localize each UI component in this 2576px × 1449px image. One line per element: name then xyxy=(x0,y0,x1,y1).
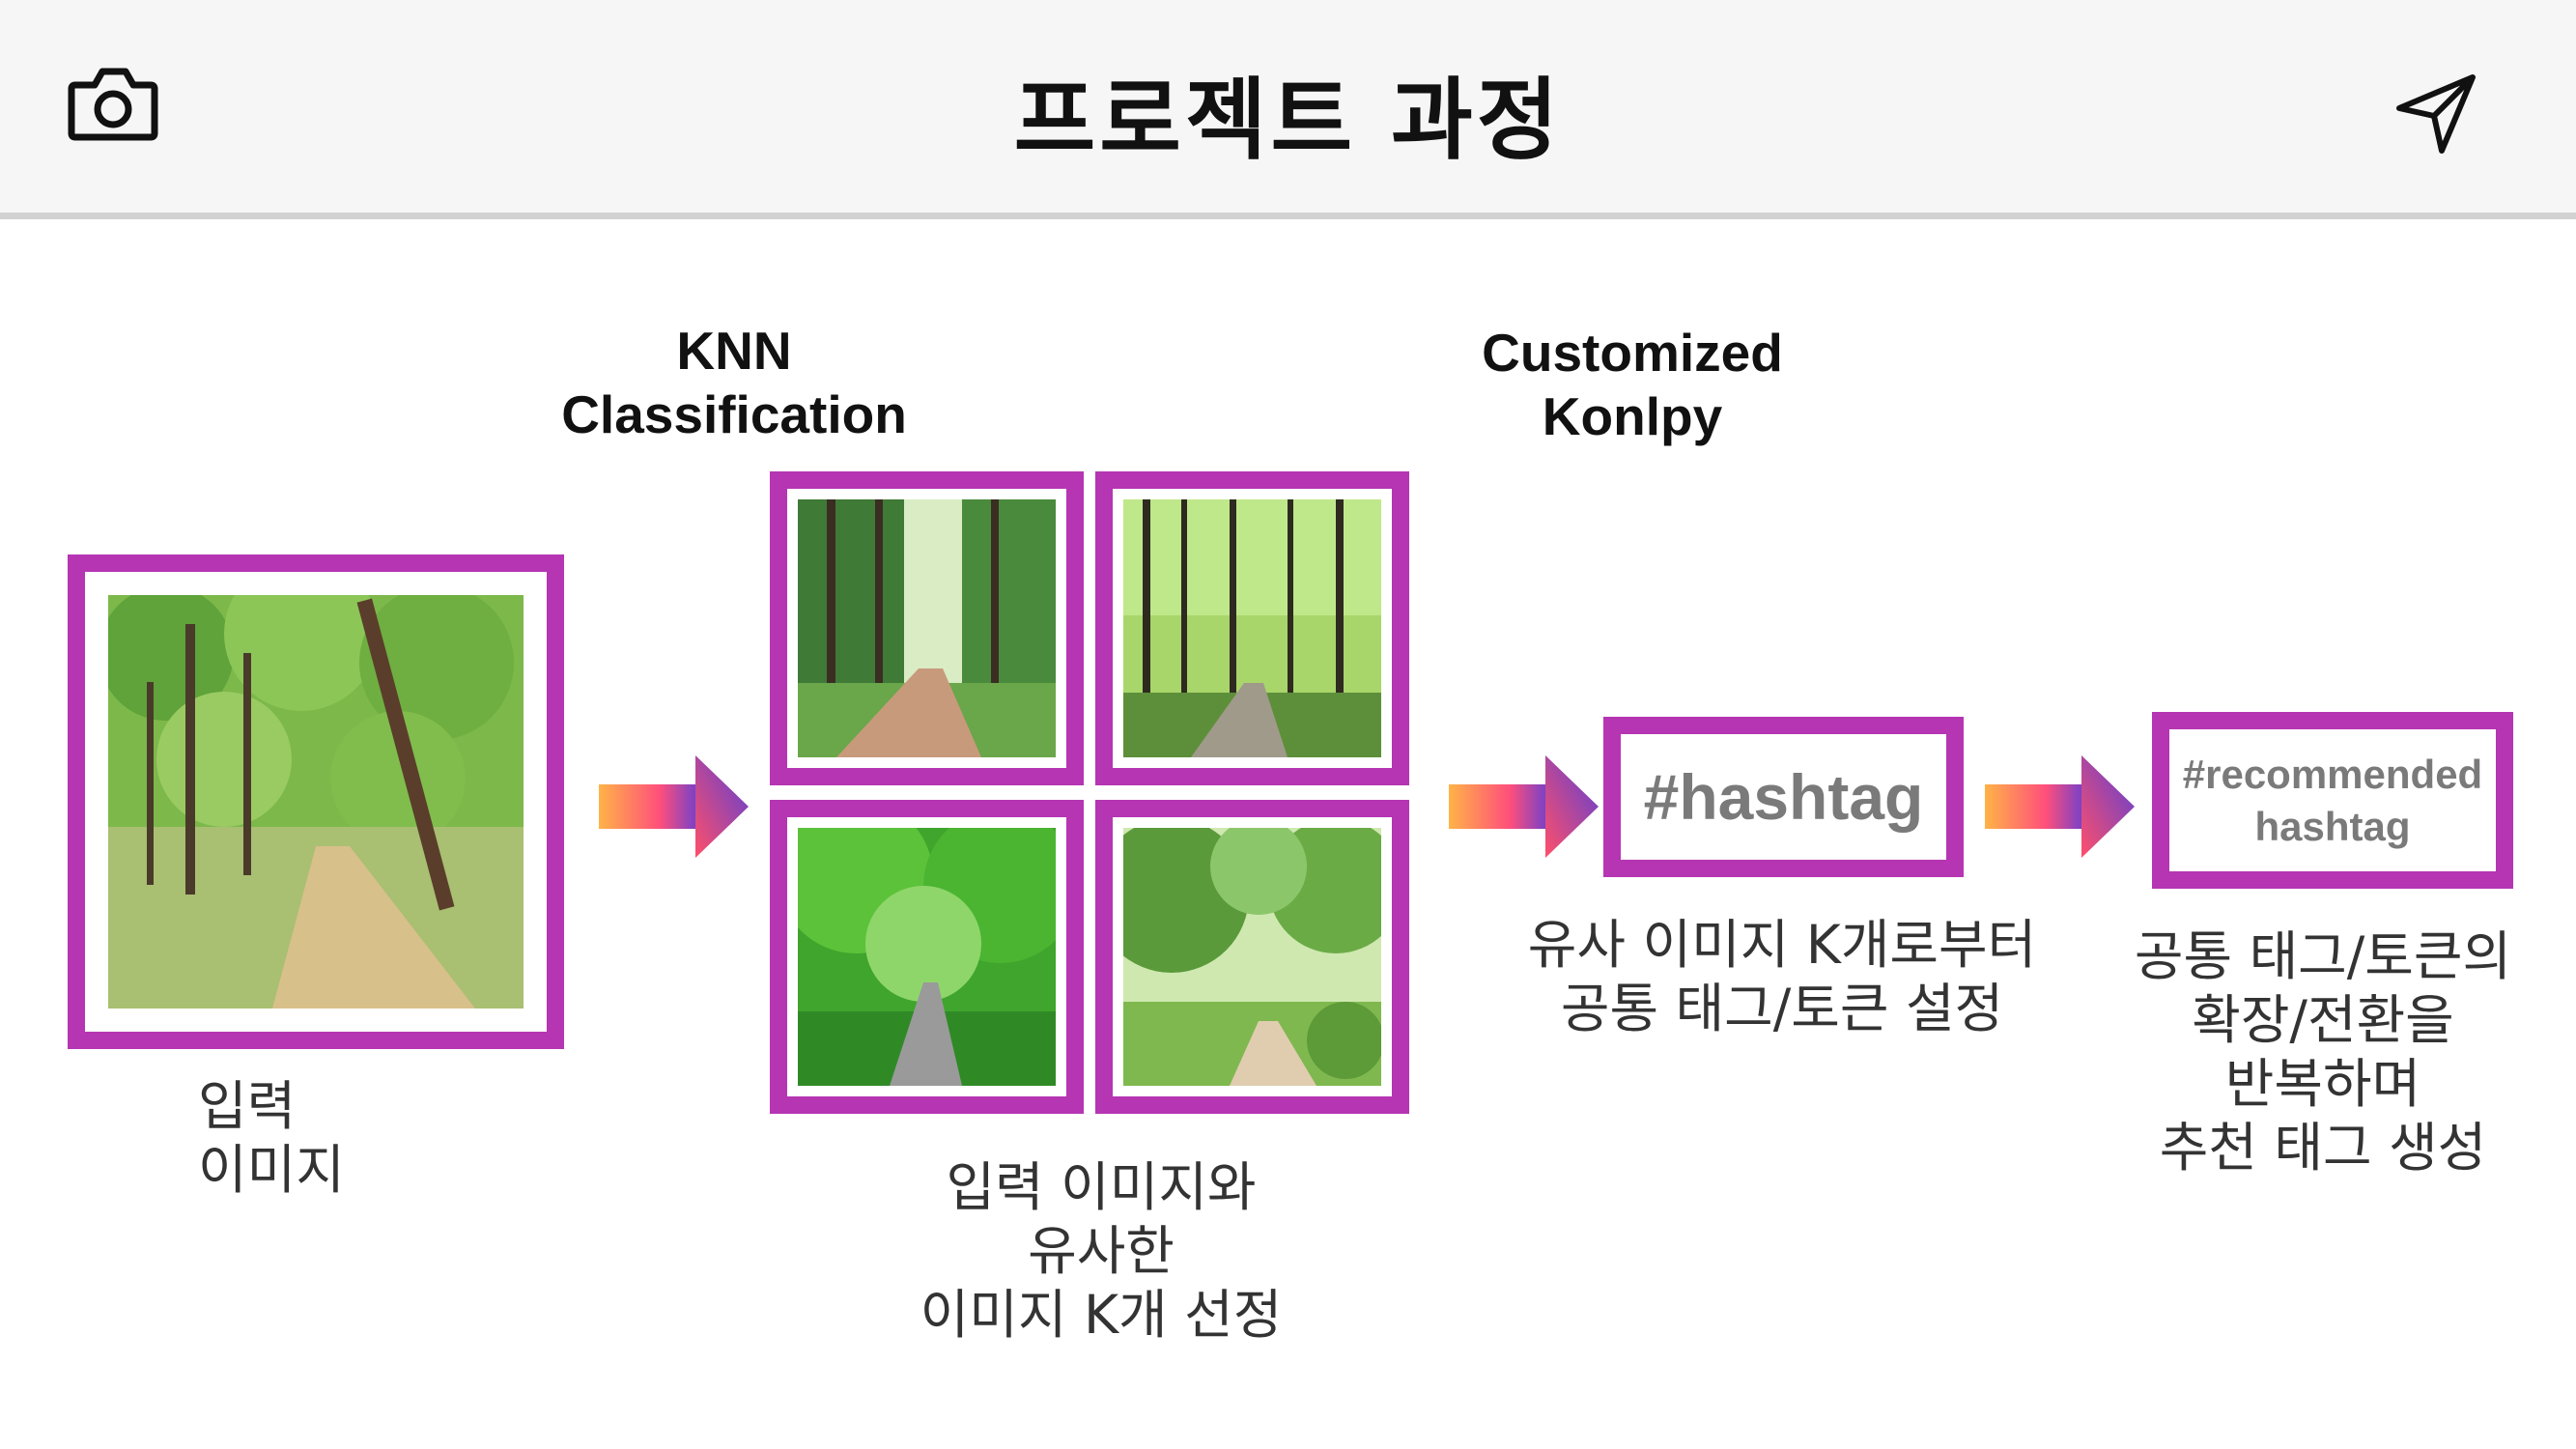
arrow-icon xyxy=(599,755,749,858)
send-icon[interactable] xyxy=(2393,70,2480,156)
caption-line: 입력 xyxy=(198,1075,297,1137)
similar-forest-image-4 xyxy=(1123,828,1381,1086)
input-image-frame xyxy=(68,554,564,1049)
hashtag-text: #hashtag xyxy=(1643,761,1924,833)
caption-line: 공통 태그/토큰 설정 xyxy=(1560,978,2004,1039)
input-image-caption: 입력 이미지 xyxy=(198,1074,345,1202)
similar-forest-image-3 xyxy=(798,828,1056,1086)
similar-image-4-frame xyxy=(1095,800,1409,1114)
knn-classification-label: KNN Classification xyxy=(541,319,927,446)
hashtag-caption: 유사 이미지 K개로부터 공통 태그/토큰 설정 xyxy=(1468,913,2096,1040)
caption-line: 추천 태그 생성 xyxy=(2159,1117,2487,1179)
customized-konlpy-label: Customized Konlpy xyxy=(1439,321,1826,448)
similar-image-1-frame xyxy=(770,471,1084,785)
recommended-hashtag-box: #recommended hashtag xyxy=(2152,712,2513,889)
similar-image-2-frame xyxy=(1095,471,1409,785)
caption-line: 유사 이미지 K개로부터 xyxy=(1527,914,2037,976)
similar-forest-image-2 xyxy=(1123,499,1381,757)
konlpy-label-line2: Konlpy xyxy=(1542,386,1723,446)
arrow-icon xyxy=(1449,755,1599,858)
knn-label-line1: KNN xyxy=(676,321,792,381)
arrow-icon xyxy=(1985,755,2135,858)
input-forest-image xyxy=(108,595,524,1009)
caption-line: 유사한 xyxy=(1028,1220,1175,1282)
page-title: 프로젝트 과정 xyxy=(1013,69,1563,172)
caption-line: 이미지 K개 선정 xyxy=(920,1284,1283,1346)
konlpy-label-line1: Customized xyxy=(1482,323,1783,383)
top-bar: 프로젝트 과정 xyxy=(0,0,2576,219)
recommended-caption: 공통 태그/토큰의 확장/전환을 반복하며 추천 태그 생성 xyxy=(2077,924,2569,1179)
knn-label-line2: Classification xyxy=(561,384,907,444)
camera-icon[interactable] xyxy=(68,66,158,141)
caption-line: 이미지 xyxy=(198,1139,345,1201)
recommended-line2: hashtag xyxy=(2254,803,2411,849)
caption-line: 반복하며 xyxy=(2224,1053,2421,1115)
recommended-line1: #recommended xyxy=(2182,751,2483,797)
knn-caption: 입력 이미지와 유사한 이미지 K개 선정 xyxy=(831,1155,1372,1347)
similar-forest-image-1 xyxy=(798,499,1056,757)
caption-line: 공통 태그/토큰의 xyxy=(2134,925,2512,987)
similar-image-3-frame xyxy=(770,800,1084,1114)
caption-line: 확장/전환을 xyxy=(2192,989,2454,1051)
hashtag-box: #hashtag xyxy=(1603,717,1964,877)
caption-line: 입력 이미지와 xyxy=(946,1156,1257,1218)
